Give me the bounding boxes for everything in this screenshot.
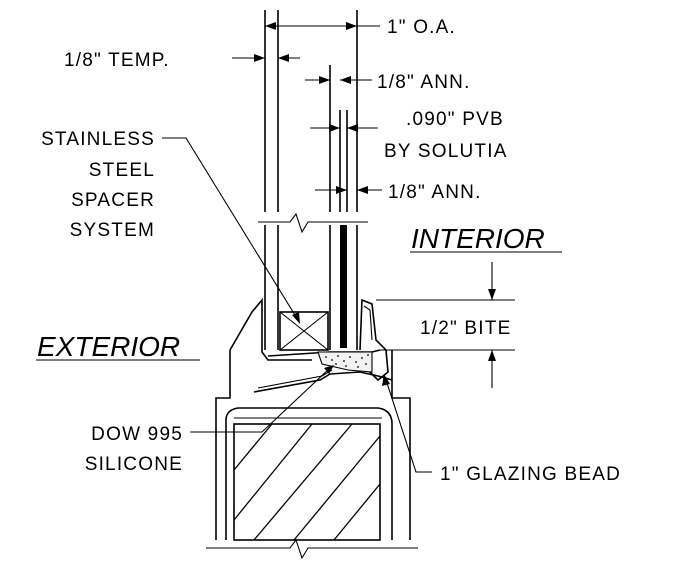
spacer-label-line-1: STAINLESS: [41, 129, 155, 150]
glazing-bead-label: 1" GLAZING BEAD: [440, 464, 621, 485]
silicone-label-line-1: DOW 995: [91, 424, 183, 445]
leader-lines: [36, 137, 562, 473]
interior-side-label: INTERIOR: [411, 223, 545, 254]
glass-lites: [264, 10, 358, 212]
silicone-label-line-2: SILICONE: [85, 454, 183, 475]
annotation-labels: 1" O.A. 1/8" TEMP. 1/8" ANN. .090" PVB B…: [37, 17, 621, 485]
pvb-supplier-label: BY SOLUTIA: [384, 141, 508, 162]
dimension-marks: [232, 22, 515, 388]
spacer-label-line-2: STEEL: [89, 160, 155, 181]
exterior-side-label: EXTERIOR: [37, 331, 180, 362]
spacer-box: [279, 311, 329, 351]
frame-profile: [206, 297, 418, 560]
break-line: [258, 212, 368, 234]
tempered-lite-label: 1/8" TEMP.: [64, 50, 170, 71]
bite-dimension-label: 1/2" BITE: [420, 318, 511, 339]
pvb-interlayer-label: .090" PVB: [406, 109, 504, 130]
annealed-lite-bottom-label: 1/8" ANN.: [388, 182, 482, 203]
glass-lites-lower: [264, 225, 358, 350]
overall-thickness-label: 1" O.A.: [387, 17, 456, 38]
spacer-label-line-3: SPACER: [71, 190, 155, 211]
spacer-label-line-4: SYSTEM: [70, 220, 155, 241]
annealed-lite-top-label: 1/8" ANN.: [377, 72, 471, 93]
